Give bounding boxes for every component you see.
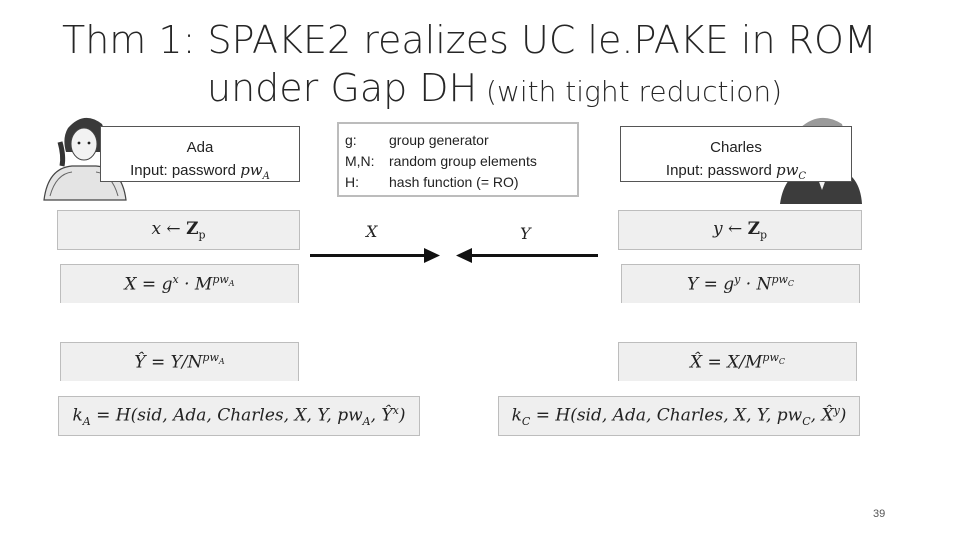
message-y-arrow <box>468 254 598 257</box>
ada-step-sample: x ← Zp <box>57 210 300 250</box>
ada-portrait-icon <box>43 117 127 201</box>
title-line-2-main: under Gap DH <box>207 66 478 110</box>
title-line-1: Thm 1: SPAKE2 realizes UC le.PAKE in ROM <box>62 18 877 62</box>
legend-value: group generator <box>389 132 489 148</box>
ada-step-unmask-formula: Ŷ = Y/NpwA <box>134 351 225 373</box>
ada-step-sample-formula: x ← Zp <box>151 218 206 242</box>
charles-step-unmask-formula: X̂ = X/MpwC <box>690 351 785 373</box>
ada-key-formula: kA = H(sid, Ada, Charles, X, Y, pwA, Ŷx) <box>72 403 406 429</box>
charles-input: Input: password pwC <box>621 159 851 188</box>
charles-step-sample-formula: y ← Zp <box>712 218 768 242</box>
charles-step-compute-y-formula: Y = gy · NpwC <box>686 273 795 295</box>
legend-box: g: group generator M,N: random group eleme… <box>337 122 579 197</box>
ada-input: Input: password pwA <box>101 159 299 188</box>
arrowhead-left-icon <box>456 248 472 263</box>
charles-party-box: Charles Input: password pwC <box>620 126 852 182</box>
charles-input-label: Input: password <box>665 162 776 179</box>
ada-password: pwA <box>240 161 270 182</box>
ada-input-label: Input: password <box>130 162 241 179</box>
page-number: 39 <box>873 508 886 520</box>
charles-step-sample: y ← Zp <box>618 210 862 250</box>
ada-party-box: Ada Input: password pwA <box>100 126 300 182</box>
charles-name: Charles <box>710 139 762 156</box>
legend-key: M,N: <box>345 153 375 169</box>
ada-step-unmask: Ŷ = Y/NpwA <box>60 342 299 381</box>
slide-title: Thm 1: SPAKE2 realizes UC le.PAKE in ROM… <box>62 16 877 110</box>
legend-value: hash function (= RO) <box>389 174 519 190</box>
arrowhead-right-icon <box>424 248 440 263</box>
legend-row: g: group generator <box>345 130 577 151</box>
legend-key: g: <box>345 132 357 148</box>
title-line-2-note: (with tight reduction) <box>477 75 783 108</box>
charles-step-compute-y: Y = gy · NpwC <box>621 264 860 303</box>
charles-key-formula: kC = H(sid, Ada, Charles, X, Y, pwC, X̂y… <box>511 403 847 429</box>
message-y-label: Y <box>520 224 531 243</box>
message-x-arrow <box>310 254 428 257</box>
legend-row: H: hash function (= RO) <box>345 172 577 193</box>
ada-name: Ada <box>186 139 214 156</box>
legend-key: H: <box>345 174 359 190</box>
legend-value: random group elements <box>389 153 537 169</box>
title-line-2: under Gap DH (with tight reduction) <box>207 64 782 116</box>
ada-key-derivation: kA = H(sid, Ada, Charles, X, Y, pwA, Ŷx) <box>58 396 420 436</box>
message-x-label: X <box>366 222 378 241</box>
ada-step-compute-x: X = gx · MpwA <box>60 264 299 303</box>
legend-row: M,N: random group elements <box>345 151 577 172</box>
ada-step-compute-x-formula: X = gx · MpwA <box>124 273 235 295</box>
charles-password: pwC <box>775 161 807 182</box>
charles-step-unmask: X̂ = X/MpwC <box>618 342 857 381</box>
charles-key-derivation: kC = H(sid, Ada, Charles, X, Y, pwC, X̂y… <box>498 396 860 436</box>
